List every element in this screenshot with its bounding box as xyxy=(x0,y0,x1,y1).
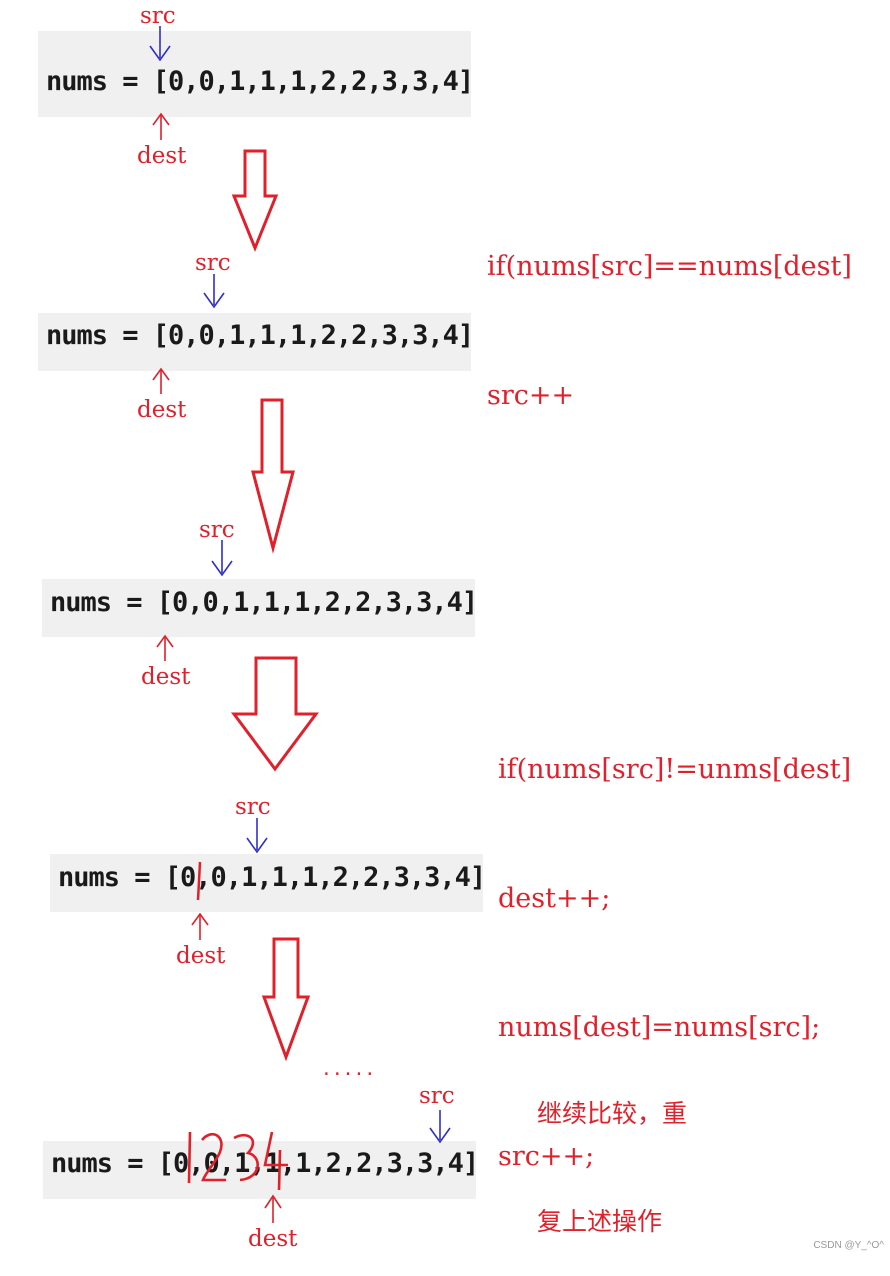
dest-label-1: dest xyxy=(137,143,187,169)
flow-arrow-4 xyxy=(261,937,311,1062)
src-label-2: src xyxy=(195,250,231,276)
hand-digit-2 xyxy=(201,1133,226,1182)
note-continue-line-1: 继续比较，重 xyxy=(537,1099,688,1128)
dest-label-4: dest xyxy=(176,943,226,969)
note-equal-line-1: if(nums[src]==nums[dest] xyxy=(487,251,852,282)
note-continue-line-2: 复上述操作 xyxy=(537,1207,663,1236)
src-label-4: src xyxy=(235,794,271,820)
handwritten-digits xyxy=(187,1131,288,1191)
array-text-4: nums = [0,0,1,1,1,2,2,3,3,4] xyxy=(58,862,486,893)
src-arrow-4 xyxy=(246,818,268,854)
note-neq-line-3: nums[dest]=nums[src]; xyxy=(498,1012,821,1043)
src-arrow-2 xyxy=(203,274,225,309)
hand-digit-4 xyxy=(263,1131,288,1191)
dest-label-2: dest xyxy=(137,397,187,423)
array-box-4 xyxy=(50,854,483,912)
dest-arrow-2 xyxy=(152,367,170,394)
flow-arrow-2 xyxy=(251,398,295,554)
src-arrow-5 xyxy=(429,1110,451,1144)
flow-arrow-1 xyxy=(231,149,279,253)
dest-arrow-3 xyxy=(156,634,174,661)
dest-label-5: dest xyxy=(248,1226,298,1252)
hand-digit-1 xyxy=(187,1131,192,1184)
dest-label-3: dest xyxy=(141,664,191,690)
dest-arrow-4 xyxy=(191,912,209,940)
flow-arrows xyxy=(231,149,319,1062)
array-text-5: nums = [0,0,1,1,1,2,2,3,3,4] xyxy=(51,1148,479,1179)
src-arrows xyxy=(149,26,451,1144)
array-box-3 xyxy=(42,579,475,637)
handwritten-1-array4 xyxy=(196,861,202,901)
src-label-5: src xyxy=(419,1083,455,1109)
array-box-1 xyxy=(38,31,471,117)
src-label-3: src xyxy=(199,517,235,543)
dest-arrows xyxy=(152,112,282,1223)
src-arrow-3 xyxy=(211,540,233,577)
note-neq-line-1: if(nums[src]!=unms[dest] xyxy=(498,754,852,785)
src-arrow-1 xyxy=(149,26,171,62)
array-text-3: nums = [0,0,1,1,1,2,2,3,3,4] xyxy=(50,587,478,618)
dest-arrow-5 xyxy=(264,1194,282,1223)
ellipsis: ..... xyxy=(321,1059,376,1080)
array-text-2: nums = [0,0,1,1,1,2,2,3,3,4] xyxy=(46,320,474,351)
watermark: CSDN @Y_^O^ xyxy=(813,1240,884,1251)
src-label-1: src xyxy=(140,3,176,29)
note-neq-line-2: dest++; xyxy=(498,883,611,914)
hand-digit-3 xyxy=(233,1133,259,1182)
flow-arrow-3 xyxy=(231,656,319,772)
array-text-1: nums = [0,0,1,1,1,2,2,3,3,4] xyxy=(46,66,474,97)
note-not-equal-case: if(nums[src]!=unms[dest] dest++; nums[de… xyxy=(498,662,851,1221)
note-equal-case: if(nums[src]==nums[dest] src++ xyxy=(487,159,852,460)
note-equal-line-2: src++ xyxy=(487,380,575,411)
array-box-5 xyxy=(43,1141,476,1199)
array-box-2 xyxy=(38,313,471,371)
note-continue: 继续比较，重 复上述操作 xyxy=(537,1024,687,1276)
note-neq-line-4: src++; xyxy=(498,1141,595,1172)
dest-arrow-1 xyxy=(152,112,170,140)
